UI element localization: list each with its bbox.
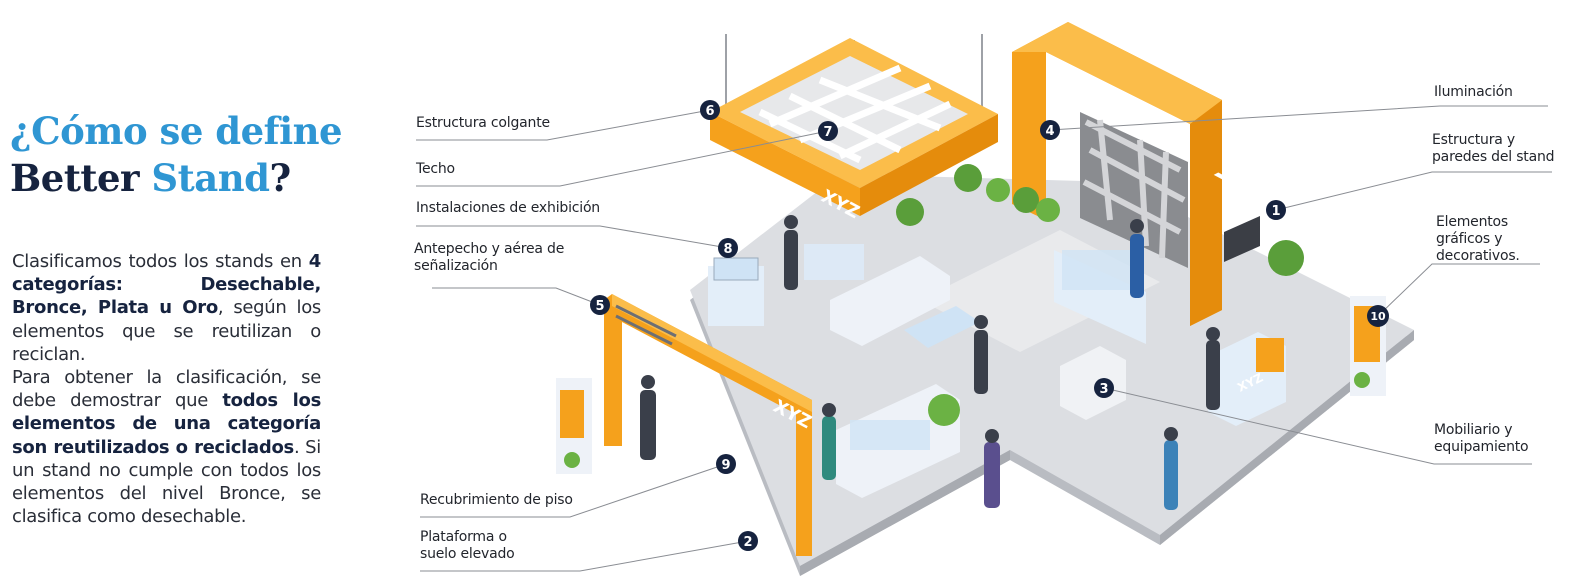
svg-text:1: 1: [1271, 204, 1280, 219]
badge-1: 1: [1266, 200, 1286, 220]
label-elementos-graficos: Elementos gráficos y decorativos.: [1436, 214, 1520, 264]
svg-text:4: 4: [1045, 124, 1054, 139]
svg-text:5: 5: [595, 299, 604, 314]
label-antepecho: Antepecho y aérea de señalización: [414, 241, 565, 274]
svg-text:9: 9: [721, 458, 730, 473]
svg-text:2: 2: [743, 535, 752, 550]
svg-text:10: 10: [1370, 310, 1386, 323]
front-arch: [604, 294, 812, 556]
label-recubrimiento-piso: Recubrimiento de piso: [420, 492, 573, 508]
label-iluminacion: Iluminación: [1434, 84, 1513, 100]
svg-text:3: 3: [1099, 382, 1108, 397]
title-line-1: ¿Cómo se define: [10, 109, 343, 153]
badge-8: 8: [718, 238, 738, 258]
plants: [564, 164, 1370, 468]
badge-5: 5: [590, 295, 610, 315]
number-badges: 1 2 3 4 5 6 7 8 9 10: [590, 100, 1389, 551]
people: [640, 215, 1220, 510]
badge-7: 7: [818, 121, 838, 141]
back-wall: [1012, 22, 1260, 326]
title-line-2: Better Stand?: [10, 156, 291, 200]
badge-3: 3: [1094, 378, 1114, 398]
badge-10: 10: [1367, 305, 1389, 327]
intro-paragraph-1: Clasificamos todos los stands en 4 categ…: [12, 251, 322, 365]
svg-text:6: 6: [705, 104, 714, 119]
badge-6: 6: [700, 100, 720, 120]
hanging-structure: [710, 34, 998, 216]
label-plataforma: Plataforma o suelo elevado: [420, 529, 515, 562]
badge-4: 4: [1040, 120, 1060, 140]
badge-9: 9: [716, 454, 736, 474]
leader-lines: [416, 105, 1552, 572]
svg-text:8: 8: [723, 242, 732, 257]
label-instalaciones-exhibicion: Instalaciones de exhibición: [416, 200, 600, 216]
label-mobiliario: Mobiliario y equipamiento: [1434, 422, 1529, 455]
label-estructura-colgante: Estructura colgante: [416, 115, 550, 131]
label-estructura-paredes: Estructura y paredes del stand: [1432, 132, 1555, 165]
furniture: [556, 244, 1386, 498]
intro-paragraph-2: Para obtener la clasificación, se debe d…: [12, 367, 321, 528]
page-title: ¿Cómo se define Better Stand?: [10, 108, 343, 202]
badge-2: 2: [738, 531, 758, 551]
svg-text:7: 7: [823, 125, 832, 140]
label-techo: Techo: [416, 161, 455, 177]
